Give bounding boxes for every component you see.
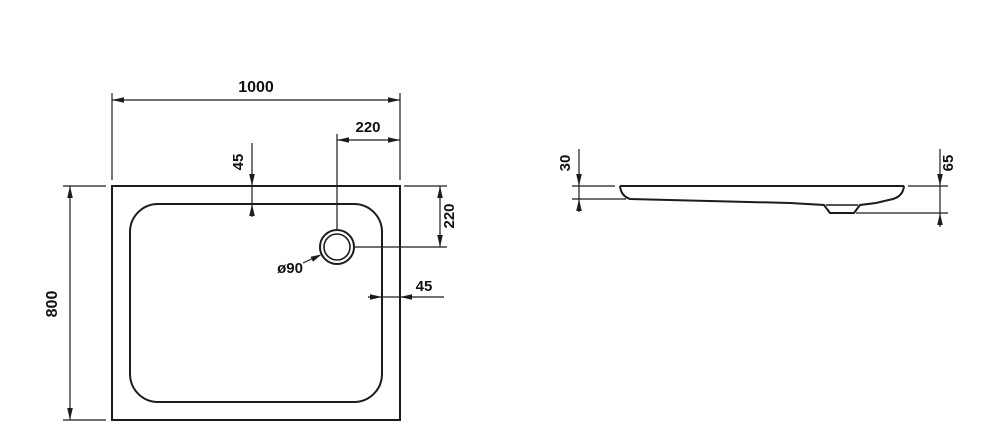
- dim-label-rim-right: 45: [416, 278, 433, 295]
- tray-outer-edge: [111, 185, 401, 421]
- arrowhead-icon: [310, 254, 322, 262]
- arrowhead-icon: [337, 137, 349, 143]
- dim-width: 1000: [111, 79, 401, 180]
- dim-label-width: 1000: [238, 79, 274, 96]
- tray-inner-basin: [129, 203, 383, 403]
- dim-total-depth: 65: [856, 149, 957, 227]
- dim-label-edge-height: 30: [557, 155, 574, 172]
- plan-view: 1000 220 45 220: [44, 79, 458, 421]
- arrowhead-icon: [370, 294, 382, 300]
- dim-drain-from-right: 220: [336, 119, 400, 229]
- arrowhead-icon: [576, 199, 582, 211]
- arrowhead-icon: [388, 137, 400, 143]
- arrowhead-icon: [437, 235, 443, 247]
- arrowhead-icon: [400, 294, 412, 300]
- side-view: 30 65: [557, 149, 957, 227]
- dim-label-height: 800: [44, 291, 61, 318]
- arrowhead-icon: [437, 186, 443, 198]
- dim-rim-top: 45: [230, 143, 255, 217]
- dim-label-drain-diameter: ø90: [277, 260, 303, 277]
- dim-label-drain-from-right: 220: [355, 119, 380, 136]
- arrowhead-icon: [388, 97, 400, 103]
- dim-drain-from-top: 220: [355, 185, 458, 248]
- arrowhead-icon: [112, 97, 124, 103]
- drain-flange-circle: [319, 229, 355, 265]
- arrowhead-icon: [576, 174, 582, 186]
- dim-drain-diameter: ø90: [277, 254, 322, 277]
- tray-profile-underside: [619, 185, 905, 214]
- arrowhead-icon: [67, 408, 73, 420]
- arrowhead-icon: [67, 186, 73, 198]
- dim-edge-height: 30: [557, 149, 626, 212]
- arrowhead-icon: [937, 174, 943, 186]
- drain-hole-circle: [323, 233, 351, 261]
- arrowhead-icon: [249, 174, 255, 186]
- dim-height: 800: [44, 185, 106, 421]
- dim-label-total-depth: 65: [940, 155, 957, 172]
- arrowhead-icon: [937, 213, 943, 225]
- arrowhead-icon: [249, 204, 255, 216]
- dim-label-rim-top: 45: [230, 154, 247, 171]
- dim-label-drain-from-top: 220: [441, 203, 458, 228]
- dim-rim-right: 45: [368, 278, 444, 300]
